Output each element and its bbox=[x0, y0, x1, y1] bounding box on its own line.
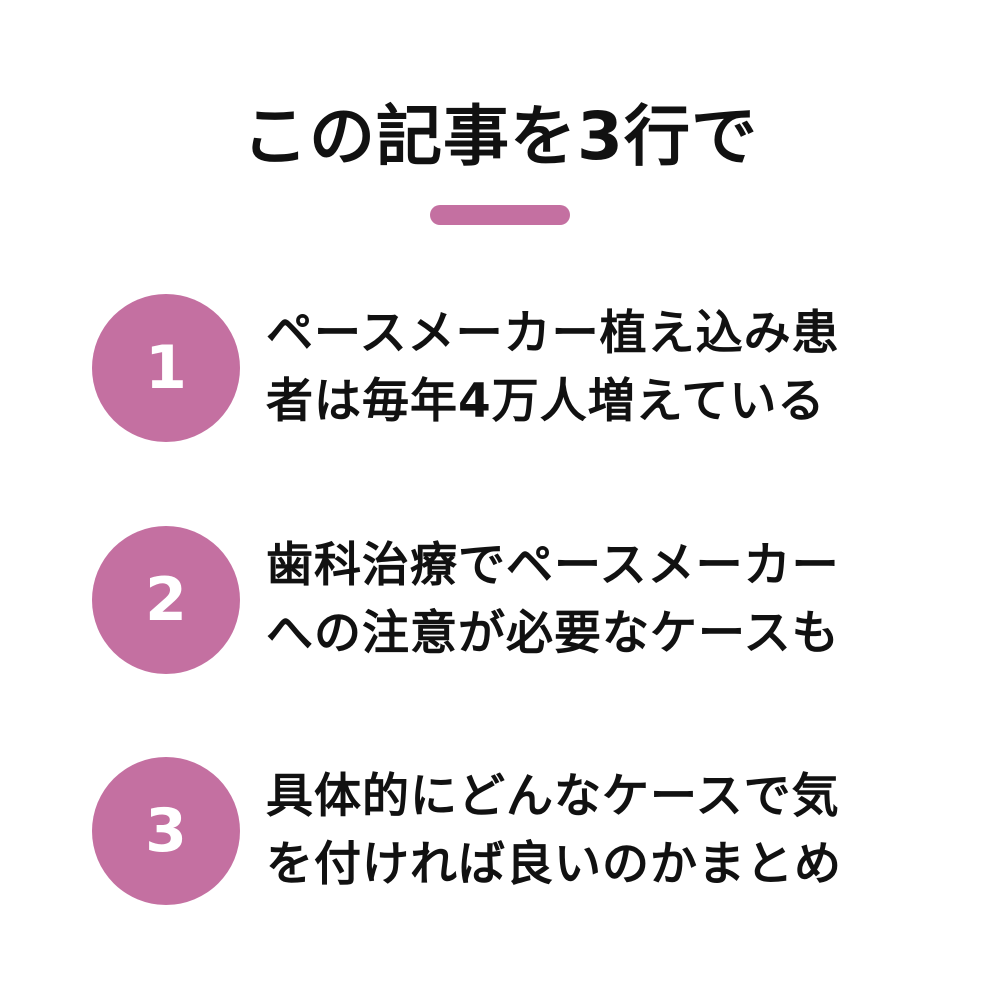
number-badge-1: 1 bbox=[92, 294, 240, 442]
summary-line: への注意が必要なケースも bbox=[266, 606, 840, 661]
summary-item-1: 1 ペースメーカー植え込み患 者は毎年4万人増えている bbox=[92, 294, 952, 444]
summary-text-3: 具体的にどんなケースで気 を付ければ良いのかまとめ bbox=[266, 763, 936, 899]
summary-line: 具体的にどんなケースで気 bbox=[266, 769, 840, 824]
summary-line: を付ければ良いのかまとめ bbox=[266, 837, 842, 892]
summary-line: 歯科治療でペースメーカー bbox=[266, 538, 840, 593]
summary-item-3: 3 具体的にどんなケースで気 を付ければ良いのかまとめ bbox=[92, 757, 952, 907]
number-badge-3: 3 bbox=[92, 757, 240, 905]
page-title: この記事を3行で bbox=[242, 98, 758, 175]
summary-text-1: ペースメーカー植え込み患 者は毎年4万人増えている bbox=[266, 300, 936, 436]
summary-line: 者は毎年4万人増えている bbox=[266, 374, 826, 429]
summary-line: ペースメーカー植え込み患 bbox=[266, 306, 840, 361]
number-badge-2: 2 bbox=[92, 526, 240, 674]
summary-item-2: 2 歯科治療でペースメーカー への注意が必要なケースも bbox=[92, 526, 952, 676]
title-underline bbox=[430, 205, 570, 225]
summary-text-2: 歯科治療でペースメーカー への注意が必要なケースも bbox=[266, 532, 936, 668]
